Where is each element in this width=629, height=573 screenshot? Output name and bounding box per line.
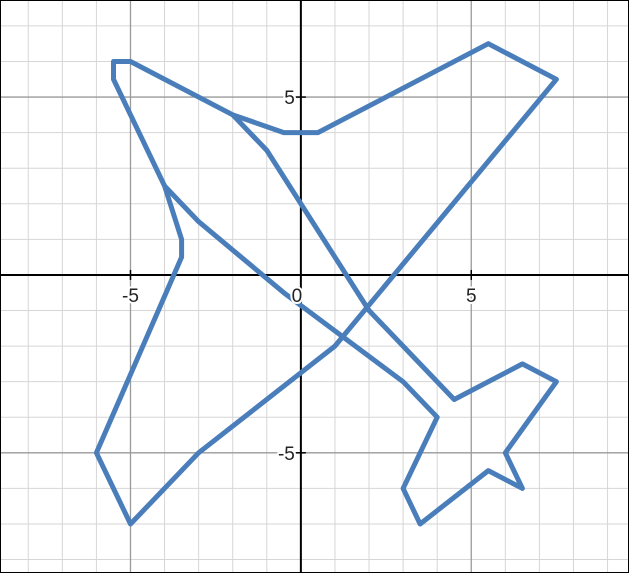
plotted-curves (96, 44, 556, 524)
plotted-path-1 (96, 44, 556, 524)
y-tick-label-5: 5 (284, 88, 295, 109)
y-tick-label-neg5: -5 (278, 444, 295, 465)
plotted-path-2 (233, 44, 489, 133)
x-tick-label-0: 0 (292, 286, 303, 307)
x-tick-label-neg5: -5 (122, 286, 139, 307)
x-tick-label-5: 5 (466, 286, 477, 307)
